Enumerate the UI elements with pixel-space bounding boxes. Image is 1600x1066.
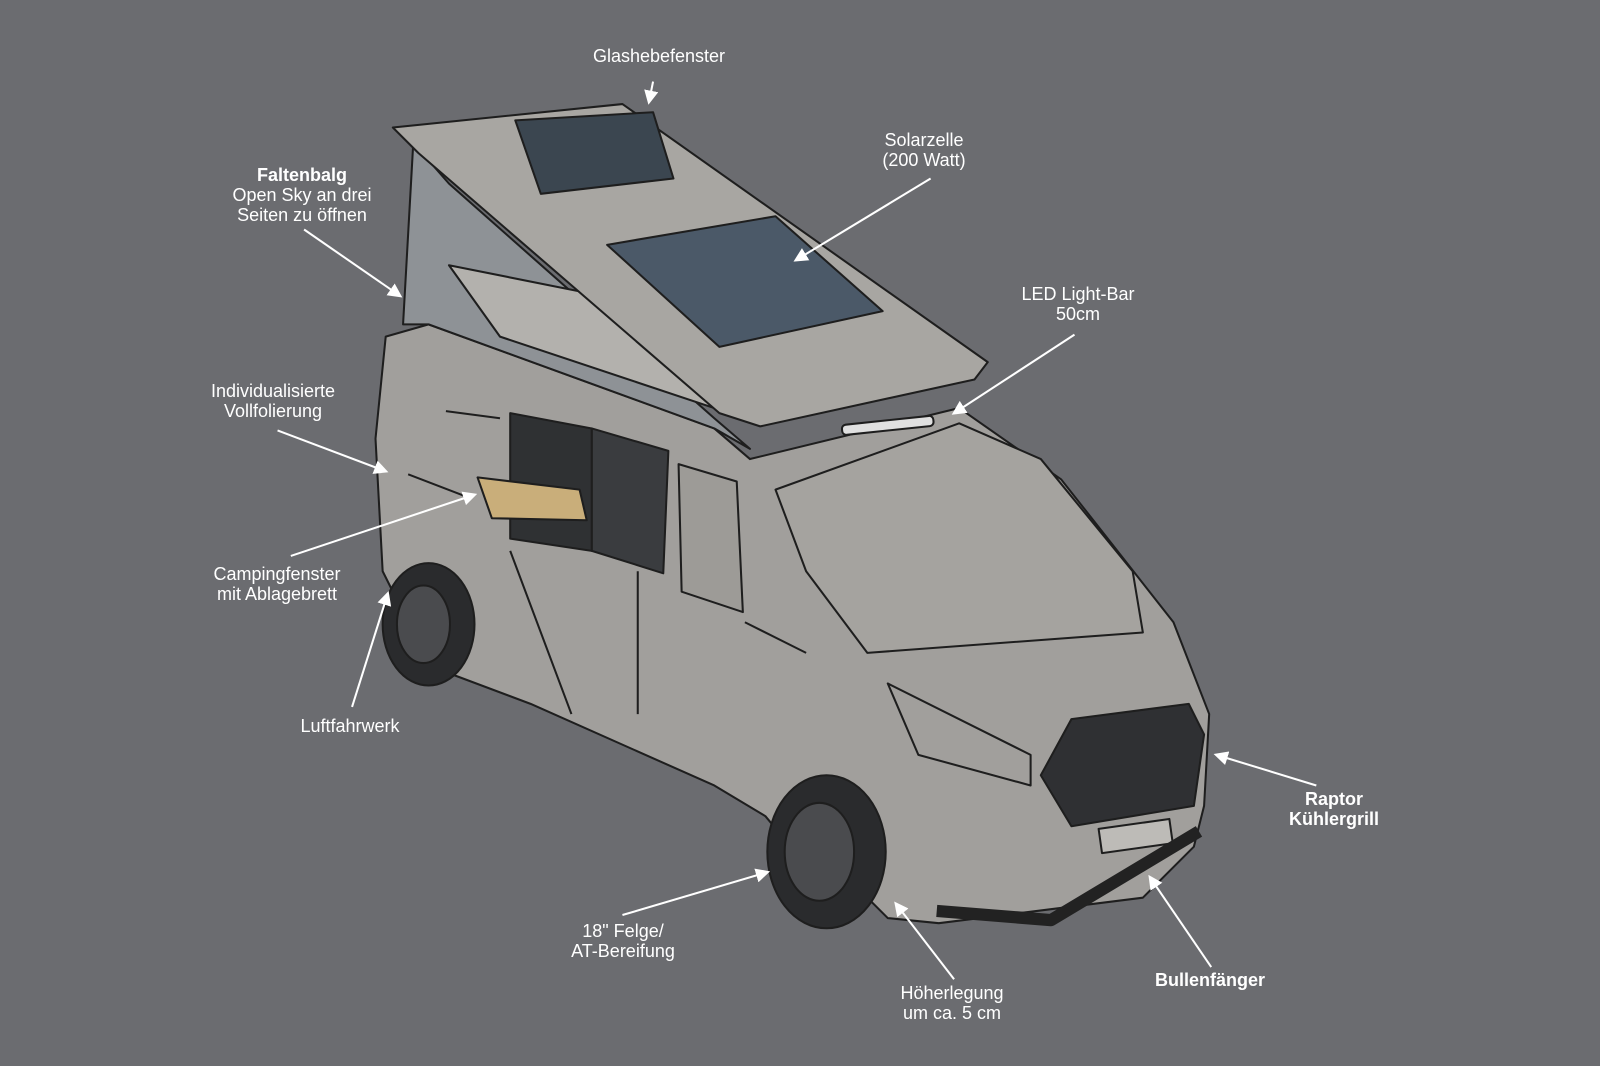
label-text: Glashebefenster (592, 46, 726, 66)
label-text: Vollfolierung (223, 401, 323, 421)
label-glashebefenster: Glashebefenster (593, 46, 725, 66)
label-text: Open Sky an drei (232, 185, 372, 205)
label-text: LED Light-Bar (1021, 284, 1135, 304)
label-title: Faltenbalg (256, 165, 348, 185)
bull-bar (936, 826, 1203, 927)
arrow-hoeherlegung (894, 901, 955, 980)
label-text: Individualisierte (210, 381, 336, 401)
windshield (774, 422, 1144, 654)
label-felge: 18" Felge/AT-Bereifung (571, 921, 675, 961)
front-wheel (766, 774, 887, 930)
arrow-felge (622, 868, 771, 917)
solar-panel (606, 215, 884, 348)
arrow-solarzelle (793, 177, 932, 262)
arrow-bullenfaenger (1148, 874, 1213, 968)
label-text: Luftfahrwerk (300, 716, 400, 736)
label-text: Seiten zu öffnen (237, 205, 367, 225)
label-text: um ca. 5 cm (902, 1003, 1002, 1023)
led-light-bar (840, 414, 935, 436)
label-text: 50cm (1055, 304, 1100, 324)
arrow-faltenbalg (303, 228, 403, 298)
label-text: Solarzelle (884, 130, 964, 150)
glass-roof-hatch (514, 111, 675, 195)
label-solarzelle: Solarzelle(200 Watt) (882, 130, 965, 170)
arrow-raptor (1213, 751, 1317, 787)
arrow-glashebefenster (644, 81, 659, 105)
raptor-grille (1039, 702, 1206, 828)
label-title: Bullenfänger (1154, 970, 1266, 990)
shelf-board (476, 476, 588, 522)
label-text: Höherlegung (900, 983, 1004, 1003)
rear-wheel (381, 562, 476, 687)
arrow-led (951, 333, 1076, 415)
label-bullenfaenger: Bullenfänger (1155, 970, 1265, 990)
label-text: (200 Watt) (882, 150, 966, 170)
arrow-folierung (277, 429, 389, 474)
label-luftfahrwerk: Luftfahrwerk (300, 716, 399, 736)
label-title: Kühlergrill (1288, 809, 1380, 829)
label-text: AT-Bereifung (571, 941, 675, 961)
label-text: 18" Felge/ (582, 921, 664, 941)
label-title: Raptor (1304, 789, 1363, 809)
label-text: Campingfenster (213, 564, 341, 584)
label-text: mit Ablagebrett (216, 584, 338, 604)
arrow-luftfahrwerk (351, 590, 392, 708)
arrow-campingfenster (290, 491, 478, 557)
